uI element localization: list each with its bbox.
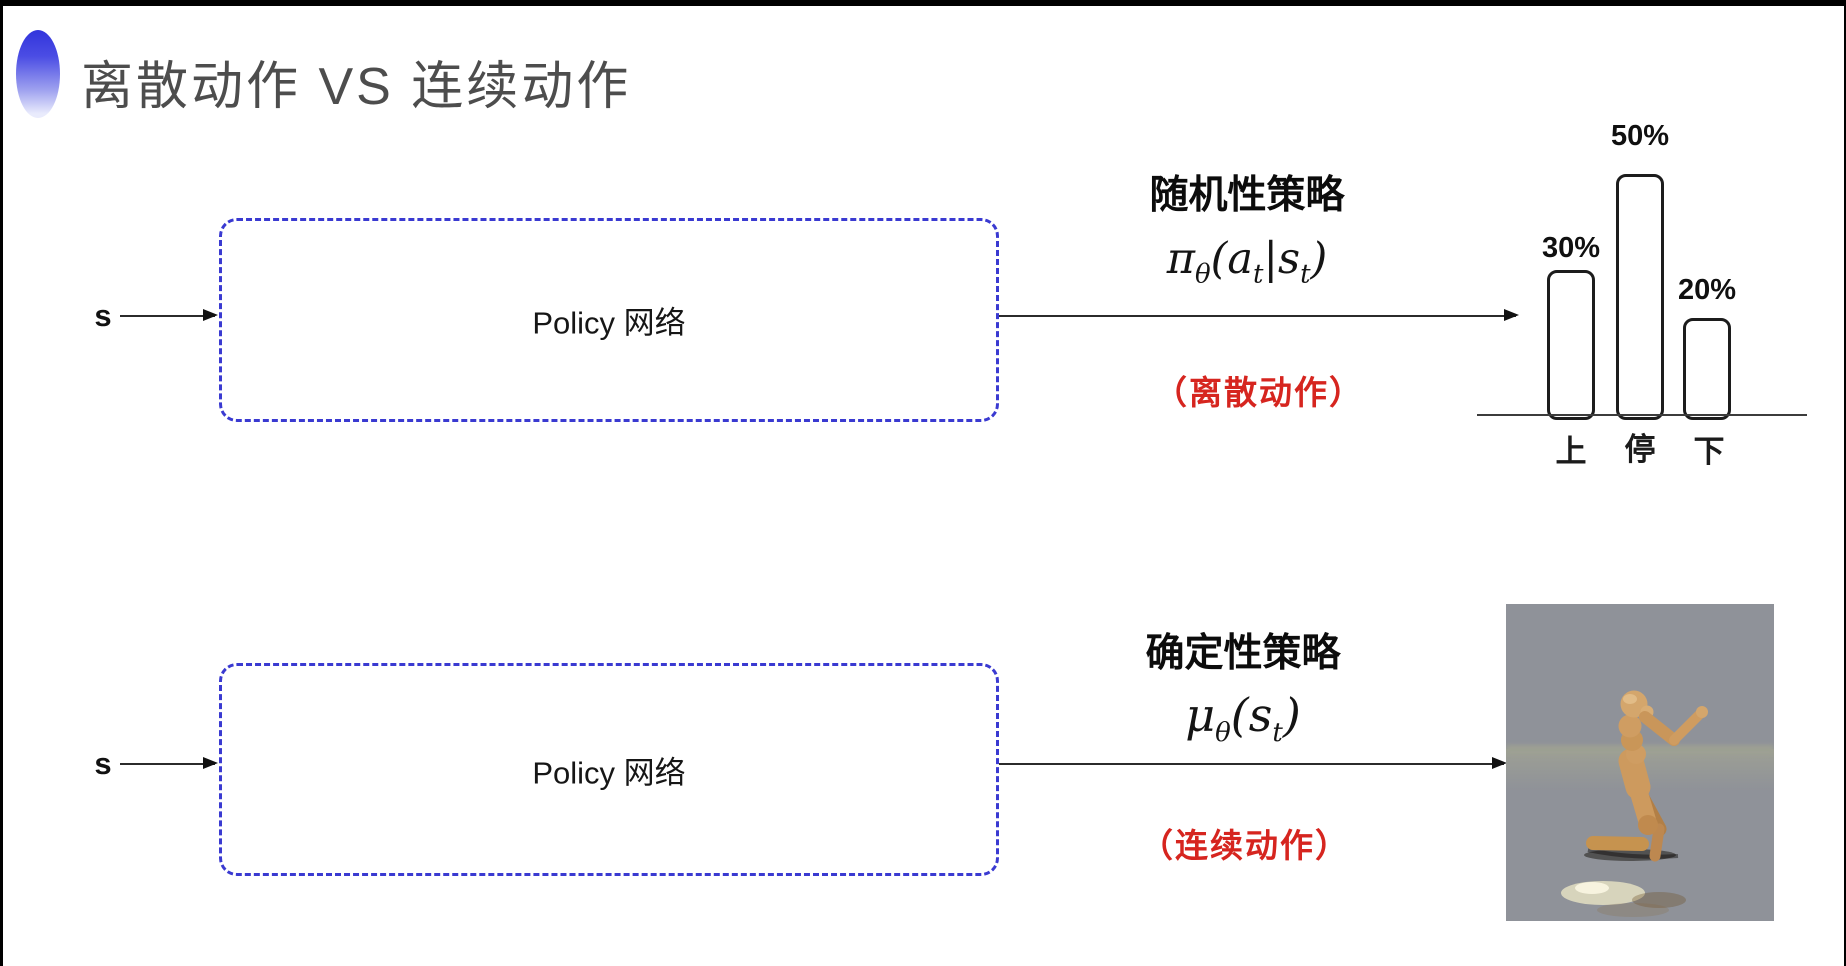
policy-type-deterministic: 确定性策略	[1145, 632, 1341, 675]
page-title: 离散动作 VS 连续动作	[81, 58, 632, 116]
bar-category-label: 上	[1555, 434, 1587, 469]
slide: 离散动作 VS 连续动作 s Policy 网络 随机性策略 πθ(at|st)…	[3, 6, 1844, 966]
formula-part: t	[1253, 259, 1264, 290]
formula-part: s	[1277, 234, 1301, 284]
formula-part: a	[1227, 234, 1254, 284]
policy-network-label-top: Policy 网络	[532, 305, 686, 341]
formula-part: s	[1248, 688, 1273, 742]
bar-value-label: 20%	[1677, 274, 1737, 306]
policy-type-stochastic: 随机性策略	[1149, 174, 1345, 217]
formula-part: μ	[1185, 688, 1216, 742]
formula-part: t	[1300, 259, 1311, 290]
title-accent-dot-icon	[16, 30, 60, 118]
formula-stochastic-policy: πθ(at|st)	[1167, 234, 1328, 290]
formula-part: (	[1210, 234, 1228, 284]
formula-part: |	[1263, 234, 1278, 284]
humanoid-simulation-image	[1506, 604, 1774, 921]
bar-0	[1547, 270, 1595, 420]
bar-1	[1616, 174, 1664, 420]
chart-baseline	[1477, 414, 1807, 416]
arrow-state-to-policy-bottom	[120, 757, 218, 769]
arrow-policy-to-output-top	[999, 309, 1519, 321]
policy-network-box-bottom: Policy 网络	[219, 663, 999, 876]
formula-part: π	[1166, 234, 1195, 284]
formula-part: θ	[1215, 718, 1231, 749]
formula-part: (	[1230, 688, 1249, 742]
humanoid-robot-figure	[1561, 690, 1708, 917]
bar-value-label: 30%	[1541, 232, 1601, 264]
bar-category-label: 停	[1624, 432, 1656, 467]
bar-2	[1683, 318, 1731, 420]
bar-category-label: 下	[1693, 434, 1725, 469]
arrow-policy-to-output-bottom	[999, 757, 1507, 769]
state-input-label-bottom: s	[94, 746, 112, 781]
formula-part: θ	[1194, 259, 1211, 290]
formula-part: )	[1282, 688, 1301, 742]
action-note-discrete: （离散动作）	[1154, 374, 1364, 411]
formula-deterministic-policy: μθ(st)	[1185, 688, 1301, 748]
arrow-state-to-policy-top	[120, 309, 218, 321]
formula-part: t	[1272, 718, 1283, 749]
policy-network-box-top: Policy 网络	[219, 218, 999, 422]
action-note-continuous: （连续动作）	[1140, 827, 1350, 864]
state-input-label-top: s	[94, 298, 112, 333]
policy-network-label-bottom: Policy 网络	[532, 755, 686, 790]
formula-part: )	[1310, 234, 1328, 284]
bar-value-label: 50%	[1610, 120, 1670, 152]
